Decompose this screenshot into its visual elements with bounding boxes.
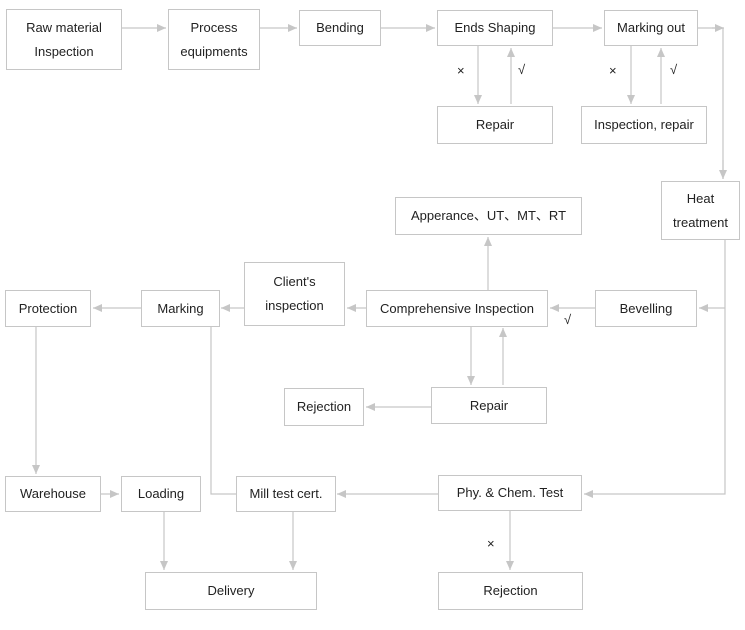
fail-mark-marking-out: × <box>609 63 617 78</box>
node-raw-material-inspection: Raw material Inspection <box>6 9 122 70</box>
node-phys-chem-test: Phy. & Chem. Test <box>438 475 582 511</box>
connector-marking-out-to-heat <box>697 27 724 179</box>
node-clients-inspection: Client's inspection <box>244 262 345 326</box>
node-protection: Protection <box>5 290 91 327</box>
node-warehouse: Warehouse <box>5 476 101 512</box>
node-rejection-phys: Rejection <box>438 572 583 610</box>
node-bending: Bending <box>299 10 381 46</box>
node-heat-treatment: Heat treatment <box>661 181 740 240</box>
pass-mark-marking-out: √ <box>670 62 678 77</box>
node-bevelling: Bevelling <box>595 290 697 327</box>
fail-mark-ends-shaping: × <box>457 63 465 78</box>
node-delivery: Delivery <box>145 572 317 610</box>
node-marking-out: Marking out <box>604 10 698 46</box>
node-loading: Loading <box>121 476 201 512</box>
node-inspection-repair: Inspection, repair <box>581 106 707 144</box>
node-process-equipments: Process equipments <box>168 9 260 70</box>
node-repair-comprehensive: Repair <box>431 387 547 424</box>
node-mill-test-cert: Mill test cert. <box>236 476 336 512</box>
connector-marking-to-mill-cert <box>210 326 236 495</box>
node-comprehensive-inspection: Comprehensive Inspection <box>366 290 548 327</box>
node-repair-ends: Repair <box>437 106 553 144</box>
node-appearance-tests: Apperance、UT、MT、RT <box>395 197 582 235</box>
pass-mark-ends-shaping: √ <box>518 62 526 77</box>
fail-mark-phys-chem: × <box>487 536 495 551</box>
node-marking: Marking <box>141 290 220 327</box>
node-rejection-repair: Rejection <box>284 388 364 426</box>
pass-mark-comprehensive: √ <box>564 312 572 327</box>
node-ends-shaping: Ends Shaping <box>437 10 553 46</box>
connector-heat-to-phys <box>584 240 726 498</box>
